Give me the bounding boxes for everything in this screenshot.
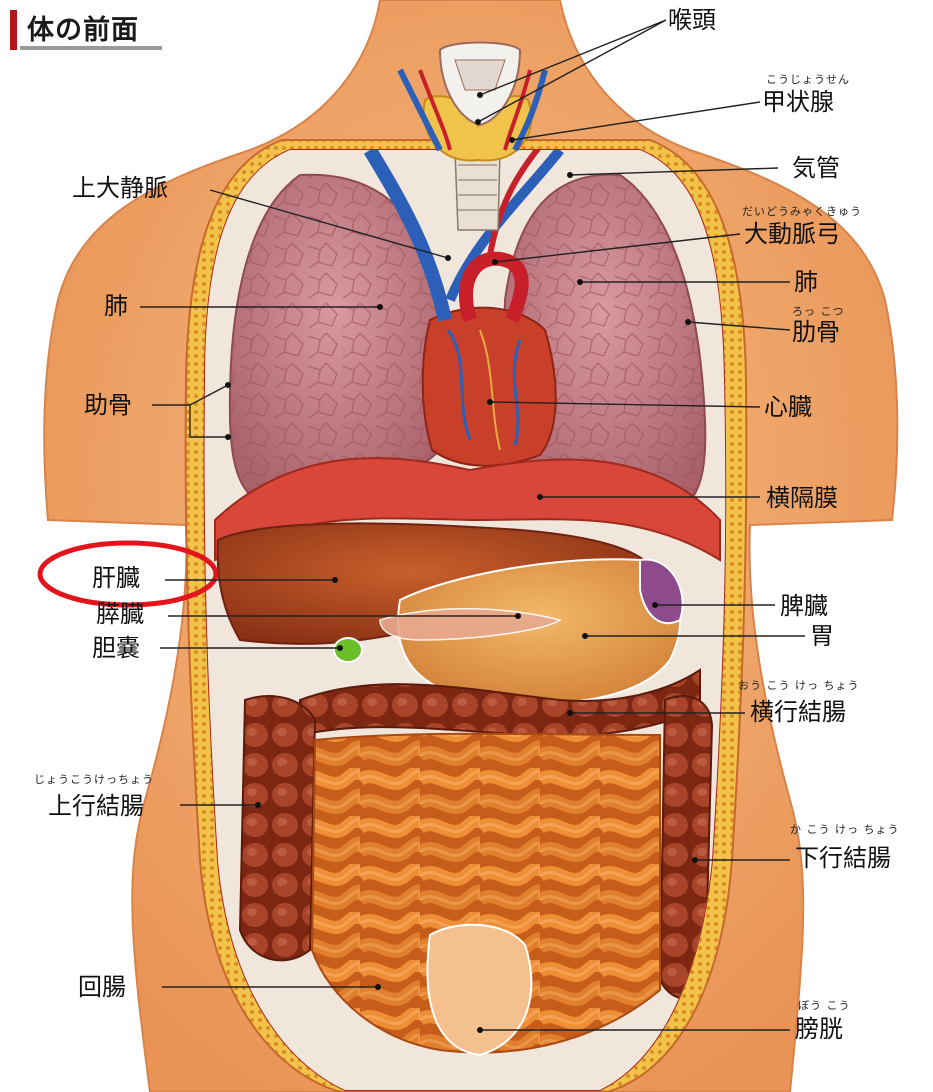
label-trachea: 気管 bbox=[792, 156, 840, 180]
label-thyroid: 甲状腺 bbox=[762, 90, 834, 114]
label-ascending-colon: 上行結腸 bbox=[48, 794, 144, 818]
furigana-bladder: ぼう こう bbox=[798, 1000, 851, 1011]
label-larynx: 喉頭 bbox=[668, 8, 716, 32]
label-liver: 肝臓 bbox=[92, 566, 140, 590]
label-heart: 心臓 bbox=[764, 395, 812, 419]
label-descending-colon: 下行結腸 bbox=[795, 846, 891, 870]
label-gallbladder: 胆嚢 bbox=[92, 636, 140, 660]
furigana-transverse-colon: おう こう けっ ちょう bbox=[738, 680, 860, 691]
label-stomach: 胃 bbox=[810, 624, 834, 648]
label-pancreas: 膵臓 bbox=[96, 602, 144, 626]
furigana-descending-colon: か こう けっ ちょう bbox=[790, 824, 900, 835]
furigana-rib-right: ろっ こつ bbox=[792, 306, 845, 317]
label-rib-left: 助骨 bbox=[84, 393, 132, 417]
label-diaphragm: 横隔膜 bbox=[766, 486, 838, 510]
label-lung-left: 肺 bbox=[104, 294, 128, 318]
furigana-ascending-colon: じょうこうけっちょう bbox=[34, 774, 154, 785]
label-lung-right: 肺 bbox=[794, 270, 818, 294]
heart bbox=[423, 308, 556, 466]
label-transverse-colon: 横行結腸 bbox=[750, 700, 846, 724]
label-spleen: 脾臓 bbox=[780, 594, 828, 618]
label-superior-vena-cava: 上大静脈 bbox=[72, 176, 168, 200]
label-aortic-arch: 大動脈弓 bbox=[744, 222, 840, 246]
label-bladder: 膀胱 bbox=[795, 1017, 843, 1041]
label-rib-right: 肋骨 bbox=[792, 320, 840, 344]
furigana-thyroid: こうじょうせん bbox=[766, 74, 850, 85]
label-ileum: 回腸 bbox=[78, 975, 126, 999]
trachea bbox=[455, 150, 500, 230]
ascending-colon bbox=[240, 696, 315, 960]
furigana-aortic-arch: だいどうみゃくきゅう bbox=[742, 206, 862, 217]
